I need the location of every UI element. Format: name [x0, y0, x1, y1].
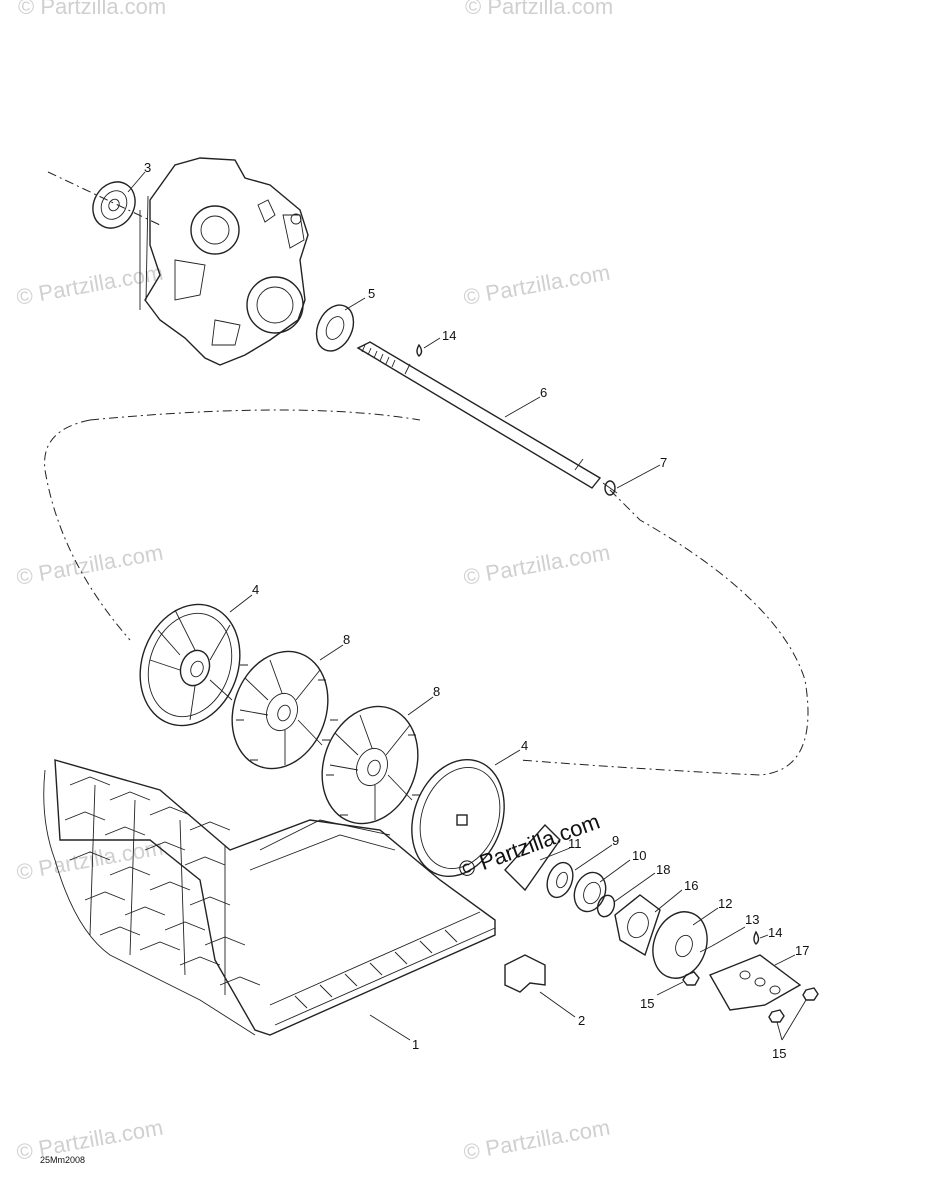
- callout-9: 9: [612, 833, 619, 848]
- callout-1: 1: [412, 1037, 419, 1052]
- leader-lines: [127, 171, 807, 1041]
- callout-16: 16: [684, 878, 698, 893]
- track-part-1: [43, 759, 496, 1036]
- callout-4: 4: [252, 582, 259, 597]
- watermark: © Partzilla.com: [462, 260, 612, 310]
- bearing-part-3: [92, 181, 136, 229]
- grease-fitting-part-13: [699, 945, 713, 953]
- callout-labels: 3 5 14 6 7 4 8 8 4 11 9 10 18 16 12 13 1…: [144, 160, 809, 1061]
- callout-17: 17: [795, 943, 809, 958]
- circlip-part-7: [602, 480, 618, 496]
- oring-part-18: [596, 894, 616, 918]
- callout-15: 15: [640, 996, 654, 1011]
- bearing-part-10: [573, 871, 607, 913]
- watermark: © Partzilla.com: [15, 540, 165, 590]
- flange-part-12: [652, 911, 708, 979]
- callout-3: 3: [144, 160, 151, 175]
- bearing-part-9: [546, 861, 574, 899]
- nut-part-15: [682, 971, 819, 1023]
- seal-part-5: [315, 304, 355, 352]
- watermark: © Partzilla.com: [462, 1115, 612, 1165]
- callout-8: 8: [343, 632, 350, 647]
- watermark-layer: © Partzilla.com © Partzilla.com © Partzi…: [15, 0, 614, 1165]
- watermark: © Partzilla.com: [15, 1115, 165, 1165]
- callout-2: 2: [578, 1013, 585, 1028]
- watermark: © Partzilla.com: [15, 835, 165, 885]
- bracket-part-17: [708, 954, 802, 1011]
- callout-13: 13: [745, 912, 759, 927]
- callout-4: 4: [521, 738, 528, 753]
- drive-sprocket-part-8-right: [321, 705, 420, 825]
- sprocket-wheel-part-4-right: [411, 758, 505, 878]
- grease-icon: [416, 343, 423, 357]
- callout-15: 15: [772, 1046, 786, 1061]
- watermark: © Partzilla.com: [465, 0, 613, 19]
- callout-11: 11: [568, 836, 582, 851]
- callout-18: 18: [656, 862, 670, 877]
- drawing-code: 25Mm2008: [40, 1155, 85, 1165]
- plate-part-16: [614, 894, 661, 957]
- watermark: © Partzilla.com: [15, 260, 165, 310]
- callout-14: 14: [768, 925, 782, 940]
- watermark: © Partzilla.com: [462, 540, 612, 590]
- callout-5: 5: [368, 286, 375, 301]
- callout-8: 8: [433, 684, 440, 699]
- drive-sprocket-part-8-left: [231, 650, 330, 770]
- watermark: © Partzilla.com: [18, 0, 166, 19]
- cover-part-11: [504, 823, 561, 892]
- grease-icon: [753, 930, 760, 945]
- track-loop-line: [44, 409, 809, 776]
- callout-6: 6: [540, 385, 547, 400]
- callout-14: 14: [442, 328, 456, 343]
- chaincase-housing: [139, 157, 309, 366]
- callout-7: 7: [660, 455, 667, 470]
- callout-10: 10: [632, 848, 646, 863]
- callout-12: 12: [718, 896, 732, 911]
- drive-shaft-part-6: [356, 341, 602, 489]
- sprocket-wheel-part-4-left: [139, 603, 241, 727]
- clip-part-2: [504, 954, 546, 993]
